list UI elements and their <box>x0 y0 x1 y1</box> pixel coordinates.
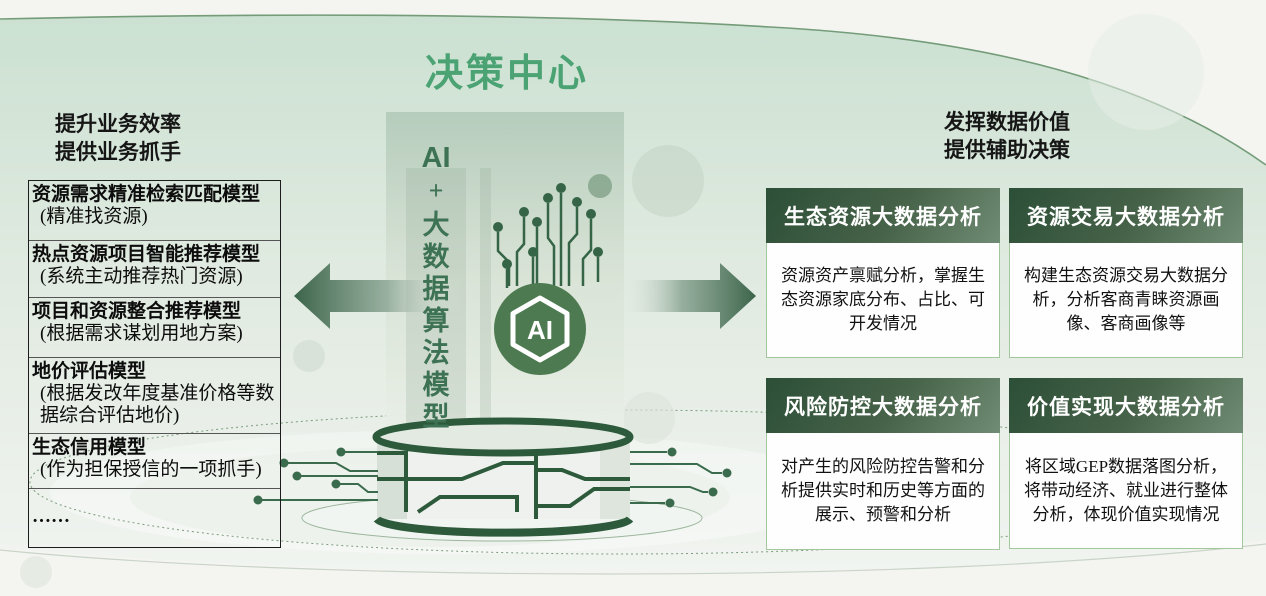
card-body: 资源资产禀赋分析，掌握生态资源家底分布、占比、可开发情况 <box>766 243 1000 358</box>
left-header: 提升业务效率 提供业务抓手 <box>36 110 200 166</box>
model-name: 资源需求精准检索匹配模型 <box>32 184 261 205</box>
vertical-char: 模 <box>422 370 450 400</box>
pedestal <box>253 417 732 542</box>
right-header-line1: 发挥数据价值 <box>944 110 1070 134</box>
card-body: 将区域GEP数据落图分析，将带动经济、就业进行整体分析，体现价值实现情况 <box>1009 433 1243 549</box>
decorative-bubbles <box>20 14 1204 588</box>
vertical-char: 大 <box>422 210 450 240</box>
card-title: 生态资源大数据分析 <box>766 188 1000 243</box>
ai-chip-icon: AI <box>494 283 586 375</box>
model-note: (根据发改年度基准价格等数据综合评估地价) <box>40 383 275 426</box>
card-value-analysis: 价值实现大数据分析 将区域GEP数据落图分析，将带动经济、就业进行整体分析，体现… <box>1009 378 1243 549</box>
list-item: 项目和资源整合推荐模型 (根据需求谋划用地方案) <box>29 298 280 358</box>
page-title: 决策中心 <box>424 53 589 95</box>
list-item: 生态信用模型 (作为担保授信的一项抓手) <box>29 434 280 489</box>
left-arrow-icon <box>294 263 462 329</box>
left-header-line1: 提升业务效率 <box>55 112 181 136</box>
card-risk-analysis: 风险防控大数据分析 对产生的风险防控告警和分析提供实时和历史等方面的展示、预警和… <box>766 378 1000 550</box>
ai-badge-label: AI <box>527 315 553 345</box>
model-name: 项目和资源整合推荐模型 <box>32 301 242 322</box>
model-note: (根据需求谋划用地方案) <box>40 323 243 344</box>
card-body: 构建生态资源交易大数据分析，分析客商青睐资源画像、客商画像等 <box>1009 243 1243 358</box>
vertical-char: 法 <box>422 338 450 368</box>
card-title: 风险防控大数据分析 <box>766 378 1000 433</box>
card-trade-analysis: 资源交易大数据分析 构建生态资源交易大数据分析，分析客商青睐资源画像、客商画像等 <box>1009 188 1243 358</box>
model-list: 资源需求精准检索匹配模型 (精准找资源) 热点资源项目智能推荐模型 (系统主动推… <box>28 180 281 548</box>
card-title: 资源交易大数据分析 <box>1009 188 1243 243</box>
list-item: 资源需求精准检索匹配模型 (精准找资源) <box>29 181 280 241</box>
list-item: …… <box>29 489 280 547</box>
vertical-char: + <box>428 176 444 205</box>
model-name: 地价评估模型 <box>32 361 147 382</box>
left-header-line2: 提供业务抓手 <box>55 140 181 164</box>
vertical-ai-label: AI + 大 数 据 算 法 模 型 <box>407 141 465 433</box>
vertical-char: 据 <box>422 274 450 304</box>
right-header-line2: 提供辅助决策 <box>944 138 1070 162</box>
vertical-char: 型 <box>422 402 450 432</box>
card-eco-resource-analysis: 生态资源大数据分析 资源资产禀赋分析，掌握生态资源家底分布、占比、可开发情况 <box>766 188 1000 358</box>
model-name: 生态信用模型 <box>32 437 147 458</box>
model-name: …… <box>32 506 70 527</box>
model-note: (精准找资源) <box>40 206 148 227</box>
model-note: (系统主动推荐热门资源) <box>40 266 243 287</box>
card-body: 对产生的风险防控告警和分析提供实时和历史等方面的展示、预警和分析 <box>766 433 1000 550</box>
circuit-icon <box>493 183 603 288</box>
list-item: 地价评估模型 (根据发改年度基准价格等数据综合评估地价) <box>29 358 280 434</box>
vertical-char: 算 <box>422 306 450 336</box>
right-header: 发挥数据价值 提供辅助决策 <box>882 108 1132 164</box>
vertical-char: 数 <box>422 242 450 272</box>
ai-tower <box>386 112 624 436</box>
model-name: 热点资源项目智能推荐模型 <box>32 244 261 265</box>
card-title: 价值实现大数据分析 <box>1009 378 1243 433</box>
list-item: 热点资源项目智能推荐模型 (系统主动推荐热门资源) <box>29 241 280 298</box>
right-arrow-icon <box>620 263 756 329</box>
vertical-char: AI <box>421 142 451 174</box>
model-note: (作为担保授信的一项抓手) <box>40 459 262 480</box>
